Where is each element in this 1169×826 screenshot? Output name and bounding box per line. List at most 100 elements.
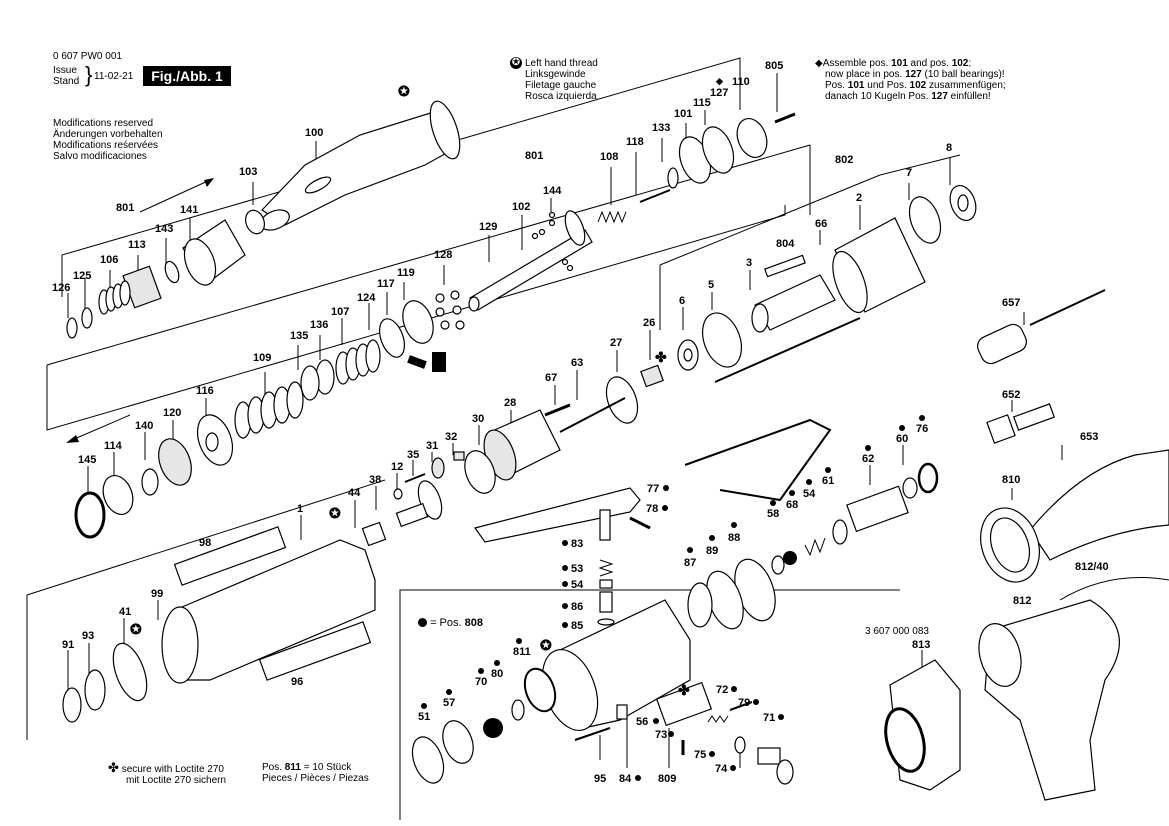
pos-808-b: 808 bbox=[464, 617, 483, 629]
brace-icon: } bbox=[85, 62, 93, 87]
part-100-housing bbox=[260, 100, 461, 231]
label-128: 128 bbox=[434, 249, 452, 261]
pos-811-a: Pos. bbox=[262, 762, 285, 773]
part-85-ring bbox=[597, 618, 615, 626]
issue-date: 11-02-21 bbox=[94, 71, 134, 82]
cross-flower-icon: ✤ bbox=[108, 760, 119, 775]
part-32-pin bbox=[453, 451, 465, 461]
modifications-en: Modifications reserved bbox=[53, 118, 154, 129]
part-135-ring bbox=[300, 365, 320, 401]
label-129: 129 bbox=[479, 221, 497, 233]
part-valve-housing bbox=[541, 599, 691, 731]
label-44: 44 bbox=[348, 487, 361, 499]
pos-808-note: = Pos. 808 bbox=[418, 618, 483, 629]
label-73: 73 bbox=[655, 729, 667, 741]
left-hand-thread-fr: Filetage gauche bbox=[525, 80, 597, 91]
label-31: 31 bbox=[426, 440, 438, 452]
modifications-fr: Modifications reśervées bbox=[53, 140, 159, 151]
loctite-note: ✤ secure with Loctite 270 mit Loctite 27… bbox=[108, 760, 226, 786]
part-77-lever bbox=[474, 487, 641, 543]
label-106: 106 bbox=[100, 254, 118, 266]
label-144: 144 bbox=[543, 185, 562, 197]
part-60-filter bbox=[902, 477, 918, 499]
assemble-line1-e: ; bbox=[968, 58, 972, 69]
assemble-line3-a: Pos. bbox=[825, 80, 848, 91]
label-83: 83 bbox=[571, 538, 583, 550]
label-67: 67 bbox=[545, 372, 557, 384]
left-hand-thread-es: Rosca izquierda bbox=[525, 91, 597, 102]
part-125-ring bbox=[81, 307, 93, 329]
label-84: 84 bbox=[619, 773, 632, 785]
label-120: 120 bbox=[163, 407, 181, 419]
part-26-pinion bbox=[640, 364, 664, 388]
assemble-line4-c: einfüllen! bbox=[947, 91, 991, 102]
part-84-screw bbox=[616, 704, 628, 720]
loctite-marker-icon: ✤ bbox=[655, 349, 667, 365]
part-145-oring bbox=[74, 491, 106, 539]
label-812: 812 bbox=[1013, 595, 1031, 607]
loctite-en: secure with Loctite 270 bbox=[121, 764, 224, 775]
label-61: 61 bbox=[822, 475, 834, 487]
pos-811-c: = 10 Stück bbox=[300, 762, 352, 773]
label-75: 75 bbox=[694, 749, 706, 761]
part-62-nipple bbox=[846, 485, 909, 533]
label-26: 26 bbox=[643, 317, 655, 329]
diamond-icon: ◆ bbox=[815, 58, 823, 69]
label-41: 41 bbox=[119, 606, 131, 618]
label-101: 101 bbox=[674, 108, 692, 120]
part-54-spring bbox=[804, 537, 826, 557]
label-93: 93 bbox=[82, 630, 94, 642]
label-54-a: 54 bbox=[571, 579, 584, 591]
part-61-ring bbox=[832, 519, 848, 545]
label-141: 141 bbox=[180, 204, 198, 216]
label-70: 70 bbox=[475, 676, 487, 688]
label-74: 74 bbox=[715, 763, 728, 775]
label-87: 87 bbox=[684, 557, 696, 569]
part-75-spring bbox=[707, 715, 729, 723]
label-124: 124 bbox=[357, 292, 376, 304]
part-144-balls bbox=[531, 211, 574, 272]
label-801-a: 801 bbox=[116, 202, 134, 214]
part-31-gear bbox=[431, 457, 445, 479]
black-bracket-marker bbox=[407, 352, 446, 372]
part-41-nut bbox=[112, 642, 148, 702]
label-88: 88 bbox=[728, 532, 740, 544]
modifications-de: Änderungen vorbehalten bbox=[53, 129, 163, 140]
part-80-ring bbox=[511, 699, 525, 721]
label-27: 27 bbox=[610, 337, 622, 349]
part-83-valve-pin bbox=[599, 509, 611, 541]
label-89: 89 bbox=[706, 545, 718, 557]
part-3-rotor bbox=[751, 274, 836, 333]
assemble-line3-c: und Pos. bbox=[864, 80, 910, 91]
label-77: 77 bbox=[647, 483, 659, 495]
part-87-ring bbox=[687, 582, 713, 628]
part-813-housing bbox=[884, 659, 961, 791]
part-51-cover bbox=[411, 736, 445, 784]
assemble-line1-b: 101 bbox=[891, 58, 908, 69]
label-7: 7 bbox=[906, 167, 912, 179]
label-810: 810 bbox=[1002, 474, 1020, 486]
label-78: 78 bbox=[646, 503, 658, 515]
label-99: 99 bbox=[151, 588, 163, 600]
label-54-b: 54 bbox=[803, 488, 816, 500]
label-58: 58 bbox=[767, 508, 779, 520]
part-657-screwdriver bbox=[977, 289, 1106, 365]
document-number: 0 607 PW0 001 bbox=[53, 51, 122, 62]
label-96: 96 bbox=[291, 676, 303, 688]
label-51: 51 bbox=[418, 711, 430, 723]
part-58-ring bbox=[771, 555, 785, 575]
label-119: 119 bbox=[397, 267, 415, 279]
part-35-pin bbox=[404, 473, 426, 483]
part-1-main-housing bbox=[161, 539, 376, 684]
part-68-ball bbox=[783, 551, 797, 565]
part-107-spring bbox=[335, 339, 381, 385]
label-79: 79 bbox=[738, 697, 750, 709]
pieces-label: Pieces / Pièces / Piezas bbox=[262, 773, 369, 784]
pos-808-a: = Pos. bbox=[430, 617, 465, 629]
assemble-line2-b: 127 bbox=[905, 69, 922, 80]
assemble-line1-c: and pos. bbox=[907, 58, 952, 69]
label-60: 60 bbox=[896, 433, 908, 445]
label-85: 85 bbox=[571, 620, 583, 632]
label-71: 71 bbox=[763, 712, 775, 724]
